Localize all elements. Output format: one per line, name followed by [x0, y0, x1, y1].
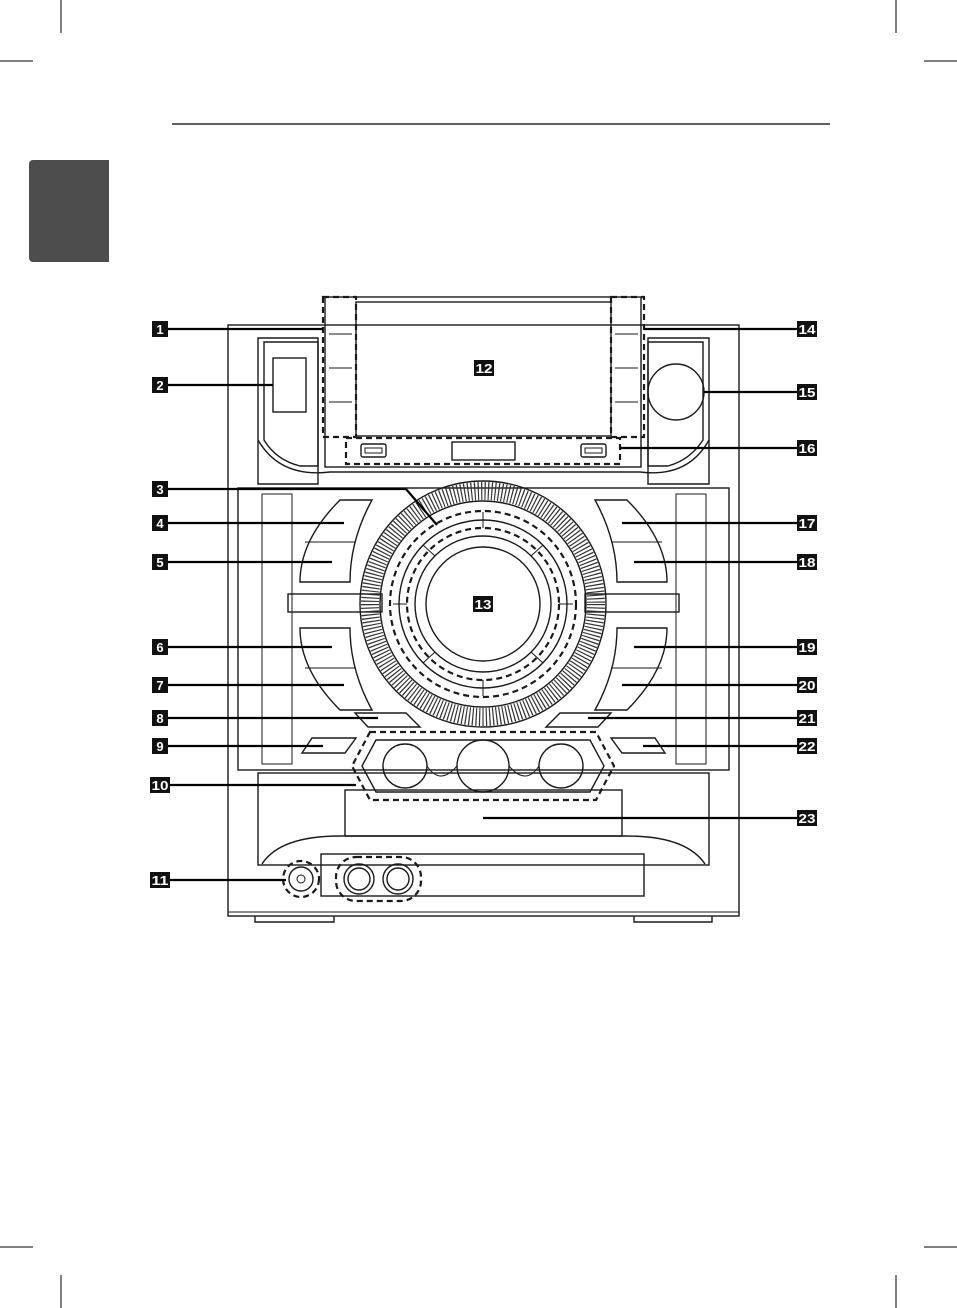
callout-6: 6: [152, 639, 168, 655]
callout-19: 19: [797, 639, 817, 655]
callout-18: 18: [797, 554, 817, 570]
callout-23: 23: [797, 810, 817, 826]
callout-8: 8: [152, 710, 168, 726]
callout-9: 9: [152, 738, 168, 754]
svg-text:16: 16: [799, 441, 816, 456]
svg-text:21: 21: [799, 711, 816, 726]
svg-text:13: 13: [475, 597, 492, 612]
callout-15: 15: [797, 384, 817, 400]
svg-text:1: 1: [156, 322, 163, 337]
svg-text:5: 5: [156, 555, 163, 570]
callout-21: 21: [797, 710, 817, 726]
svg-text:11: 11: [152, 873, 169, 888]
callout-2: 2: [152, 377, 168, 393]
svg-text:8: 8: [156, 711, 163, 726]
callout-10: 10: [150, 777, 170, 793]
svg-text:22: 22: [799, 739, 816, 754]
svg-text:23: 23: [799, 811, 816, 826]
svg-text:12: 12: [476, 361, 493, 376]
callout-11: 11: [150, 872, 170, 888]
callout-7: 7: [152, 677, 168, 693]
callout-22: 22: [797, 738, 817, 754]
callout-5: 5: [152, 554, 168, 570]
svg-text:4: 4: [156, 516, 164, 531]
svg-text:14: 14: [799, 322, 817, 337]
svg-text:2: 2: [156, 378, 163, 393]
callout-14: 14: [797, 321, 817, 337]
svg-text:10: 10: [152, 778, 169, 793]
callout-1: 1: [152, 321, 168, 337]
callout-3: 3: [152, 481, 168, 497]
callout-20: 20: [797, 677, 817, 693]
svg-text:15: 15: [799, 385, 816, 400]
callout-16: 16: [797, 440, 817, 456]
callout-12: 12: [474, 360, 494, 376]
svg-text:19: 19: [799, 640, 816, 655]
svg-text:20: 20: [799, 678, 816, 693]
callout-4: 4: [152, 515, 168, 531]
svg-text:17: 17: [799, 516, 816, 531]
callout-13: 13: [473, 596, 493, 612]
svg-text:6: 6: [156, 640, 163, 655]
svg-text:9: 9: [156, 739, 163, 754]
svg-text:3: 3: [156, 482, 163, 497]
callout-17: 17: [797, 515, 817, 531]
svg-text:18: 18: [799, 555, 816, 570]
svg-text:7: 7: [156, 678, 163, 693]
